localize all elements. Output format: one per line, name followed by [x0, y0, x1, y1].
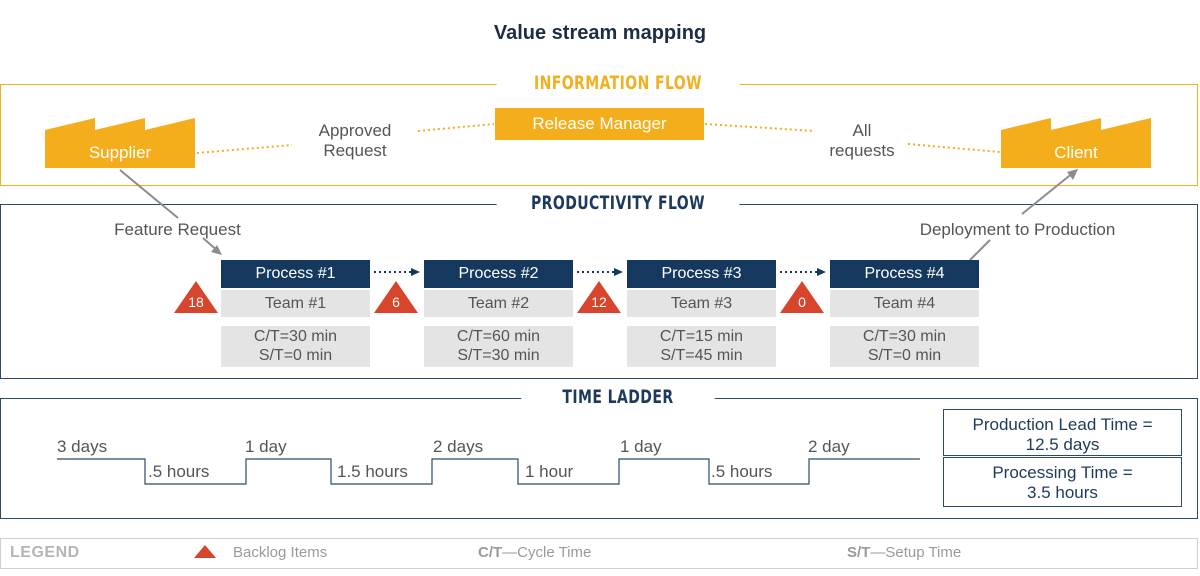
legend-ct-text: —Cycle Time: [502, 544, 592, 561]
client-factory-icon: [1001, 118, 1151, 168]
ladder-lower-label: 1.5 hours: [337, 462, 408, 481]
feature-request-label: Feature Request: [114, 220, 241, 239]
process-name: Process #1: [221, 260, 370, 288]
process-team: Team #2: [424, 290, 573, 317]
process-name: Process #2: [424, 260, 573, 288]
ladder-upper-label: 2 days: [433, 437, 484, 456]
cycle-time: C/T=30 min: [862, 328, 947, 345]
all-requests-line1: All: [852, 121, 872, 140]
process-stats: C/T=30 min S/T=0 min: [221, 326, 370, 367]
legend-ct-abbr: C/T: [478, 544, 503, 561]
backlog-count: 12: [591, 294, 607, 310]
time-ladder-title: TIME LADDER: [521, 386, 715, 408]
ladder-lower-label: .5 hours: [711, 462, 773, 481]
productivity-flow-title: PRODUCTIVITY FLOW: [496, 192, 740, 214]
cycle-time: C/T=60 min: [456, 328, 541, 345]
legend-section: [0, 538, 1198, 569]
processing-time-box: Processing Time = 3.5 hours: [943, 457, 1182, 507]
setup-time: S/T=30 min: [457, 347, 540, 364]
supplier-factory-icon: [45, 118, 195, 168]
setup-time: S/T=45 min: [660, 347, 743, 364]
process-card: Process #2 Team #2 C/T=60 min S/T=30 min: [424, 260, 573, 367]
backlog-triangle-1: [174, 281, 218, 313]
deployment-label: Deployment to Production: [919, 220, 1116, 239]
legend-st-abbr: S/T: [847, 544, 871, 561]
all-requests-line2: requests: [829, 141, 895, 160]
legend-st-text: —Setup Time: [870, 544, 962, 561]
approved-request-label: Approved Request: [295, 121, 415, 161]
client-label: Client: [1054, 143, 1098, 162]
process-team: Team #3: [627, 290, 776, 317]
backlog-triangle-3: [577, 281, 621, 313]
backlog-count: 6: [392, 294, 400, 310]
all-requests-label: All requests: [812, 121, 912, 161]
backlog-count: 0: [798, 294, 806, 310]
approved-request-line2: Request: [323, 141, 387, 160]
ladder-upper-label: 1 day: [620, 437, 662, 456]
legend-title: LEGEND: [10, 544, 80, 561]
process-card: Process #1 Team #1 C/T=30 min S/T=0 min: [221, 260, 370, 367]
backlog-triangle-4: [780, 281, 824, 313]
process-stats: C/T=30 min S/T=0 min: [830, 326, 979, 367]
process-stats: C/T=15 min S/T=45 min: [627, 326, 776, 367]
release-manager-box: Release Manager: [495, 108, 704, 140]
ladder-upper-label: 1 day: [245, 437, 287, 456]
process-team: Team #4: [830, 290, 979, 317]
legend-cycle-time: C/T—Cycle Time: [478, 544, 591, 561]
backlog-count: 18: [188, 294, 204, 310]
setup-time: S/T=0 min: [258, 347, 333, 364]
ladder-upper-label: 3 days: [57, 437, 108, 456]
cycle-time: C/T=30 min: [253, 328, 338, 345]
process-card: Process #3 Team #3 C/T=15 min S/T=45 min: [627, 260, 776, 367]
ladder-lower-label: 1 hour: [525, 462, 574, 481]
processing-time-line2: 3.5 hours: [1027, 483, 1098, 502]
legend-setup-time: S/T—Setup Time: [847, 544, 961, 561]
ladder-lower-label: .5 hours: [148, 462, 210, 481]
process-stats: C/T=60 min S/T=30 min: [424, 326, 573, 367]
process-team: Team #1: [221, 290, 370, 317]
supplier-label: Supplier: [88, 143, 152, 162]
lead-time-line1: Production Lead Time =: [972, 415, 1153, 434]
processing-time-line1: Processing Time =: [992, 463, 1133, 482]
legend-triangle-icon: [194, 545, 216, 558]
approved-request-line1: Approved: [318, 121, 392, 140]
time-ladder-line: [57, 458, 920, 485]
process-name: Process #3: [627, 260, 776, 288]
process-card: Process #4 Team #4 C/T=30 min S/T=0 min: [830, 260, 979, 367]
lead-time-box: Production Lead Time = 12.5 days: [943, 409, 1182, 456]
cycle-time: C/T=15 min: [659, 328, 744, 345]
process-name: Process #4: [830, 260, 979, 288]
information-flow-title: INFORMATION FLOW: [496, 72, 740, 94]
backlog-triangle-2: [374, 281, 418, 313]
legend-backlog-label: Backlog Items: [233, 544, 328, 561]
setup-time: S/T=0 min: [867, 347, 942, 364]
lead-time-line2: 12.5 days: [1025, 435, 1100, 454]
page-title: Value stream mapping: [493, 22, 707, 44]
ladder-upper-label: 2 day: [808, 437, 850, 456]
